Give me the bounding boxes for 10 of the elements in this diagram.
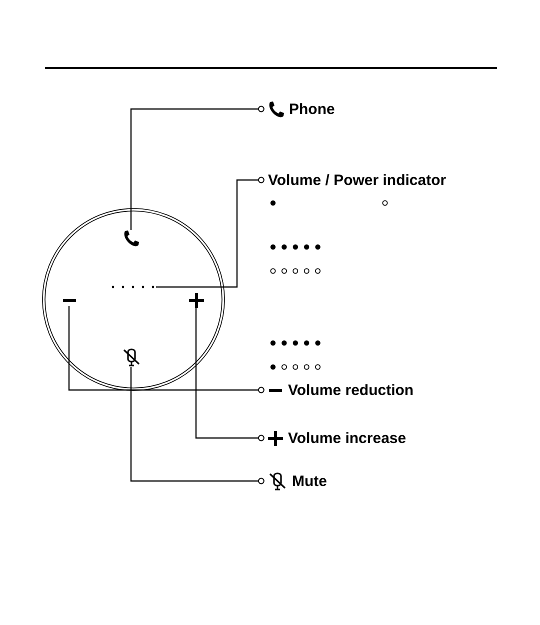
leader-line [68, 306, 264, 394]
leader-line [195, 308, 264, 442]
callout-label: Volume increase [288, 430, 406, 446]
callout-label: Volume / Power indicator [268, 172, 446, 188]
callout-label: Volume reduction [288, 382, 414, 398]
leader-line [130, 367, 264, 484]
callout-label: Mute [292, 472, 327, 490]
leader-line [130, 106, 264, 230]
callout-label: Phone [289, 100, 335, 118]
leader-line [156, 176, 264, 288]
